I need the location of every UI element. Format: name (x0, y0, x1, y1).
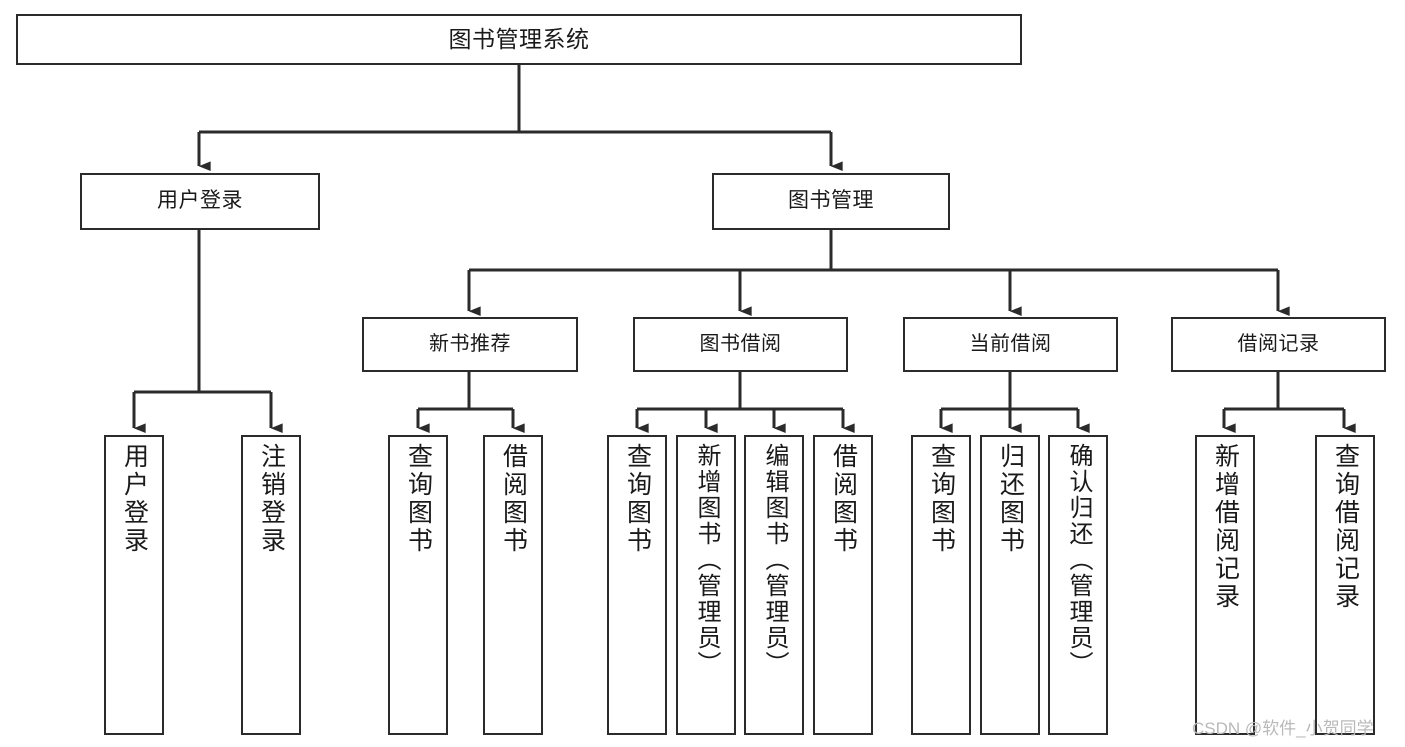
node-user-login-label: 用户登录 (157, 189, 243, 213)
node-borrow-record[interactable]: 借阅记录 (1171, 317, 1386, 372)
node-leaf-query-borrow-record[interactable]: 查询借阅记录 (1315, 435, 1375, 735)
node-current-borrow[interactable]: 当前借阅 (903, 317, 1118, 372)
node-leaf-borrow-book-label: 借阅图书 (829, 443, 858, 555)
node-book-management[interactable]: 图书管理 (712, 173, 950, 230)
node-leaf-query-borrow-record-label: 查询借阅记录 (1331, 443, 1360, 611)
node-leaf-edit-book-admin-label: 编辑图书（管理员） (761, 443, 788, 677)
node-leaf-return-book[interactable]: 归还图书 (980, 435, 1040, 735)
node-leaf-query-book-borrow[interactable]: 查询图书 (607, 435, 667, 735)
node-borrow-record-label: 借阅记录 (1237, 332, 1320, 355)
node-leaf-return-book-label: 归还图书 (996, 443, 1025, 555)
node-leaf-confirm-return-admin[interactable]: 确认归还（管理员） (1048, 435, 1108, 735)
node-user-login[interactable]: 用户登录 (80, 173, 320, 230)
node-new-book-recommend-label: 新书推荐 (429, 332, 511, 355)
node-leaf-query-book-current-label: 查询图书 (927, 443, 956, 555)
node-root-label: 图书管理系统 (448, 25, 590, 52)
node-root-system[interactable]: 图书管理系统 (16, 14, 1022, 65)
node-leaf-add-borrow-record-label: 新增借阅记录 (1211, 443, 1240, 611)
node-new-book-recommend[interactable]: 新书推荐 (362, 317, 578, 372)
node-leaf-user-login-label: 用户登录 (120, 443, 149, 555)
node-leaf-logout-label: 注销登录 (257, 443, 286, 555)
node-leaf-query-book-new[interactable]: 查询图书 (388, 435, 448, 735)
node-leaf-borrow-book[interactable]: 借阅图书 (813, 435, 873, 735)
node-book-management-label: 图书管理 (788, 189, 874, 213)
node-leaf-borrow-book-new[interactable]: 借阅图书 (483, 435, 543, 735)
node-leaf-query-book-borrow-label: 查询图书 (623, 443, 652, 555)
node-book-borrow[interactable]: 图书借阅 (633, 317, 848, 372)
node-leaf-add-book-admin-label: 新增图书（管理员） (693, 443, 720, 677)
node-leaf-edit-book-admin[interactable]: 编辑图书（管理员） (744, 435, 804, 735)
node-leaf-borrow-book-new-label: 借阅图书 (499, 443, 528, 555)
csdn-watermark: CSDN @软件_小贺同学 (1192, 719, 1374, 738)
node-book-borrow-label: 图书借阅 (699, 332, 782, 355)
node-leaf-query-book-new-label: 查询图书 (404, 443, 433, 555)
node-leaf-user-login[interactable]: 用户登录 (104, 435, 164, 735)
node-current-borrow-label: 当前借阅 (969, 332, 1052, 355)
node-leaf-logout[interactable]: 注销登录 (241, 435, 301, 735)
node-leaf-add-borrow-record[interactable]: 新增借阅记录 (1195, 435, 1255, 735)
node-leaf-add-book-admin[interactable]: 新增图书（管理员） (676, 435, 736, 735)
node-leaf-query-book-current[interactable]: 查询图书 (911, 435, 971, 735)
node-leaf-confirm-return-admin-label: 确认归还（管理员） (1065, 443, 1092, 677)
